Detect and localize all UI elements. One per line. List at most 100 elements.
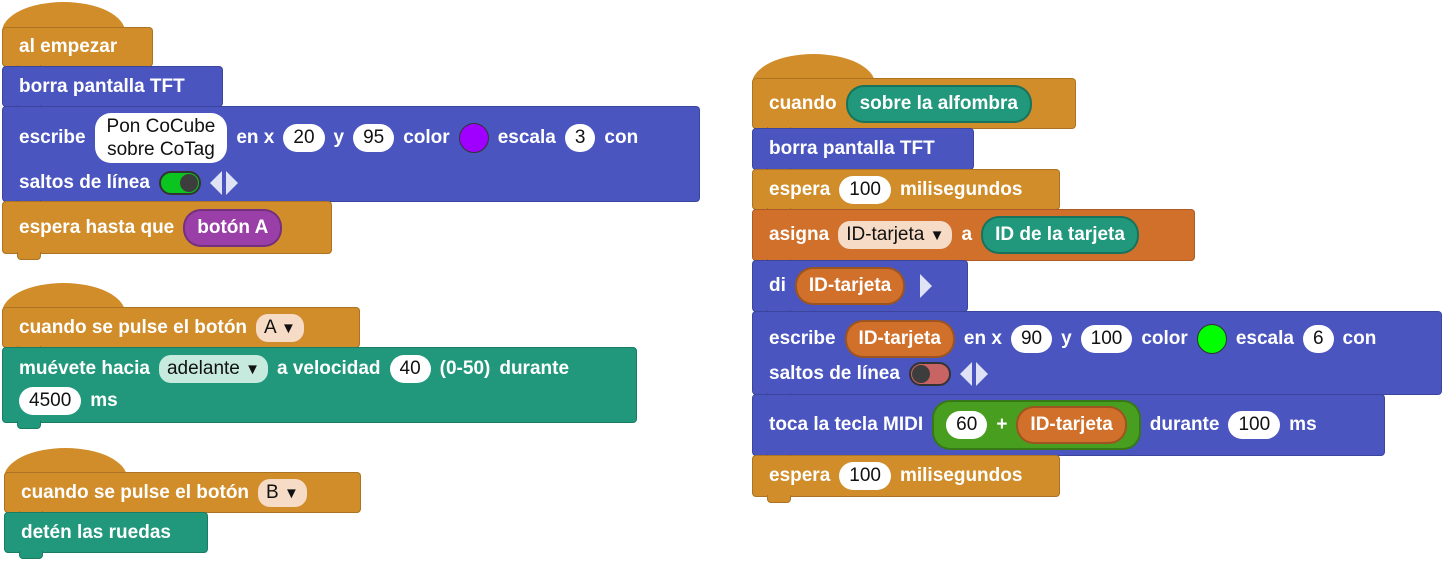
y-input[interactable]: 95 bbox=[353, 124, 395, 152]
variable-reporter[interactable]: ID-tarjeta bbox=[1016, 406, 1127, 444]
hat-label: al empezar bbox=[19, 36, 118, 57]
expand-arrow-icon[interactable] bbox=[225, 171, 238, 195]
text-line: Pon CoCube bbox=[106, 116, 216, 137]
wait-ms-block[interactable]: espera 100 milisegundos bbox=[752, 169, 1060, 216]
expand-arrows[interactable] bbox=[959, 362, 988, 386]
card-id-reporter[interactable]: ID de la tarjeta bbox=[981, 216, 1139, 254]
dropdown-value: ID-tarjeta bbox=[846, 224, 925, 245]
block-label: escribe bbox=[19, 127, 86, 148]
color-swatch[interactable] bbox=[1196, 324, 1227, 354]
ms-input[interactable]: 4500 bbox=[19, 387, 82, 415]
dropdown-value: B bbox=[266, 481, 279, 503]
label: saltos de línea bbox=[769, 363, 900, 384]
block-label: detén las ruedas bbox=[21, 521, 171, 543]
label: con bbox=[1342, 328, 1377, 349]
expand-arrow-icon[interactable] bbox=[975, 362, 988, 386]
wrap-toggle[interactable] bbox=[908, 362, 951, 386]
say-block[interactable]: di ID-tarjeta bbox=[752, 260, 968, 318]
block-label: espera bbox=[769, 465, 831, 486]
direction-dropdown[interactable]: adelante ▼ bbox=[158, 355, 269, 383]
text-line: sobre CoTag bbox=[107, 139, 215, 160]
assign-variable-block[interactable]: asigna ID-tarjeta ▼ a ID de la tarjeta bbox=[752, 209, 1195, 267]
label: (0-50) bbox=[439, 358, 491, 379]
number-input[interactable]: 60 bbox=[946, 411, 988, 439]
label: y bbox=[1061, 328, 1072, 349]
collapse-arrow-icon[interactable] bbox=[959, 362, 972, 386]
wait-ms-block[interactable]: espera 100 milisegundos bbox=[752, 455, 1060, 503]
label: milisegundos bbox=[899, 178, 1023, 200]
block-label: muévete hacia bbox=[19, 358, 150, 379]
button-dropdown[interactable]: B ▼ bbox=[258, 478, 307, 507]
x-input[interactable]: 20 bbox=[283, 124, 325, 152]
chevron-down-icon: ▼ bbox=[929, 227, 945, 244]
x-input[interactable]: 90 bbox=[1010, 325, 1053, 353]
hat-label: cuando se pulse el botón bbox=[21, 481, 250, 503]
hat-label: cuando se pulse el botón bbox=[19, 316, 248, 338]
hat-label: cuando bbox=[769, 92, 837, 114]
label: con bbox=[604, 127, 639, 148]
toggle-knob bbox=[179, 174, 198, 192]
scale-input[interactable]: 6 bbox=[1302, 325, 1334, 353]
label: en x bbox=[963, 328, 1002, 349]
clear-tft-block[interactable]: borra pantalla TFT bbox=[2, 66, 223, 113]
scale-input[interactable]: 3 bbox=[564, 124, 596, 152]
label: durante bbox=[1149, 414, 1220, 435]
label: color bbox=[403, 127, 450, 148]
block-label: borra pantalla TFT bbox=[769, 138, 935, 159]
play-midi-block[interactable]: toca la tecla MIDI 60 + ID-tarjeta duran… bbox=[752, 394, 1385, 462]
label: escala bbox=[1235, 328, 1294, 349]
when-button-hat[interactable]: cuando se pulse el botón A ▼ bbox=[2, 307, 360, 354]
block-label: espera bbox=[769, 178, 831, 200]
ms-input[interactable]: 100 bbox=[839, 462, 891, 490]
add-operator[interactable]: 60 + ID-tarjeta bbox=[932, 400, 1141, 450]
stop-wheels-block[interactable]: detén las ruedas bbox=[4, 512, 208, 559]
chevron-down-icon: ▼ bbox=[284, 484, 299, 502]
label: ms bbox=[90, 390, 118, 411]
ms-input[interactable]: 100 bbox=[839, 175, 891, 204]
collapse-arrow-icon[interactable] bbox=[209, 171, 222, 195]
chevron-down-icon: ▼ bbox=[280, 319, 296, 337]
block-label: borra pantalla TFT bbox=[19, 75, 185, 97]
move-block[interactable]: muévete hacia adelante ▼ a velocidad 40 … bbox=[2, 347, 637, 429]
label: durante bbox=[499, 358, 570, 379]
toggle-knob bbox=[911, 365, 930, 383]
speed-input[interactable]: 40 bbox=[389, 355, 431, 383]
label: a velocidad bbox=[277, 358, 381, 379]
label: a bbox=[961, 224, 973, 245]
write-text-block[interactable]: escribe ID-tarjeta en x 90 y 100 color e… bbox=[752, 311, 1442, 401]
ms-input[interactable]: 100 bbox=[1228, 411, 1281, 439]
wait-until-block[interactable]: espera hasta que botón A bbox=[2, 201, 332, 260]
block-label: asigna bbox=[769, 224, 830, 245]
block-label: toca la tecla MIDI bbox=[769, 414, 924, 435]
plus-operator: + bbox=[996, 414, 1008, 435]
label: y bbox=[333, 127, 345, 148]
block-label: di bbox=[769, 275, 786, 296]
label: saltos de línea bbox=[19, 172, 150, 193]
color-swatch[interactable] bbox=[458, 123, 489, 153]
expand-arrow-icon[interactable] bbox=[920, 274, 933, 298]
clear-tft-block[interactable]: borra pantalla TFT bbox=[752, 128, 974, 176]
block-label: espera hasta que bbox=[19, 216, 175, 238]
when-button-hat[interactable]: cuando se pulse el botón B ▼ bbox=[4, 472, 361, 519]
label: en x bbox=[236, 127, 275, 148]
variable-reporter[interactable]: ID-tarjeta bbox=[844, 320, 955, 358]
button-dropdown[interactable]: A ▼ bbox=[256, 313, 304, 342]
label: ms bbox=[1289, 414, 1317, 435]
label: color bbox=[1141, 328, 1188, 349]
dropdown-value: A bbox=[264, 316, 276, 338]
when-started-hat[interactable]: al empezar bbox=[2, 27, 153, 73]
on-mat-reporter[interactable]: sobre la alfombra bbox=[845, 84, 1032, 123]
expand-arrows[interactable] bbox=[209, 171, 238, 195]
label: escala bbox=[497, 127, 556, 148]
chevron-down-icon: ▼ bbox=[245, 361, 261, 378]
label: milisegundos bbox=[899, 465, 1023, 486]
dropdown-value: adelante bbox=[166, 358, 240, 379]
button-a-reporter[interactable]: botón A bbox=[183, 208, 283, 247]
variable-reporter[interactable]: ID-tarjeta bbox=[794, 267, 906, 305]
when-condition-hat[interactable]: cuando sobre la alfombra bbox=[752, 78, 1076, 135]
variable-dropdown[interactable]: ID-tarjeta ▼ bbox=[838, 221, 953, 249]
y-input[interactable]: 100 bbox=[1080, 325, 1133, 353]
wrap-toggle[interactable] bbox=[158, 171, 201, 195]
